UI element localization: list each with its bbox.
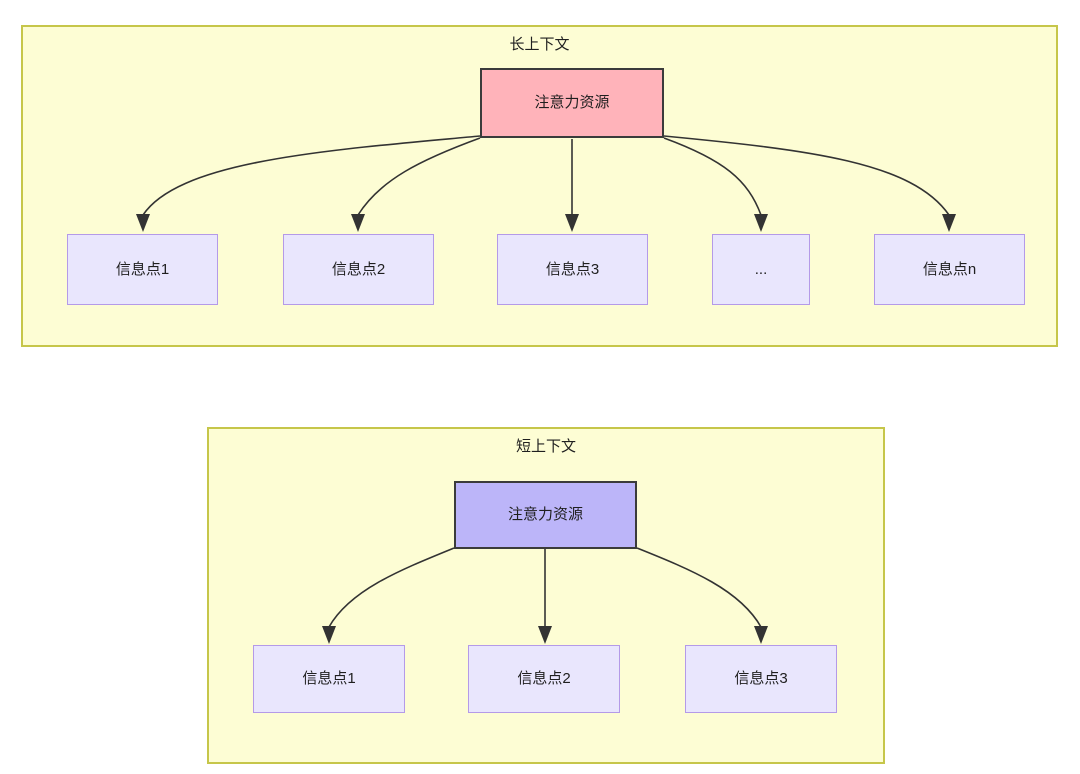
node-attention-resource-long[interactable]: 注意力资源 [480, 68, 664, 138]
node-info-point-short-2[interactable]: 信息点2 [468, 645, 620, 713]
node-info-point-long-1[interactable]: 信息点1 [67, 234, 218, 305]
node-attention-resource-short[interactable]: 注意力资源 [454, 481, 637, 549]
node-info-point-long-2[interactable]: 信息点2 [283, 234, 434, 305]
node-info-point-long-n[interactable]: 信息点n [874, 234, 1025, 305]
node-info-point-short-3[interactable]: 信息点3 [685, 645, 837, 713]
node-info-point-long-3[interactable]: 信息点3 [497, 234, 648, 305]
node-info-point-short-1[interactable]: 信息点1 [253, 645, 405, 713]
group-short-context-title: 短上下文 [515, 438, 576, 455]
group-short-context: 短上下文 [207, 427, 885, 764]
node-info-point-long-ellipsis[interactable]: ... [712, 234, 810, 305]
group-long-context-title: 长上下文 [509, 36, 570, 53]
